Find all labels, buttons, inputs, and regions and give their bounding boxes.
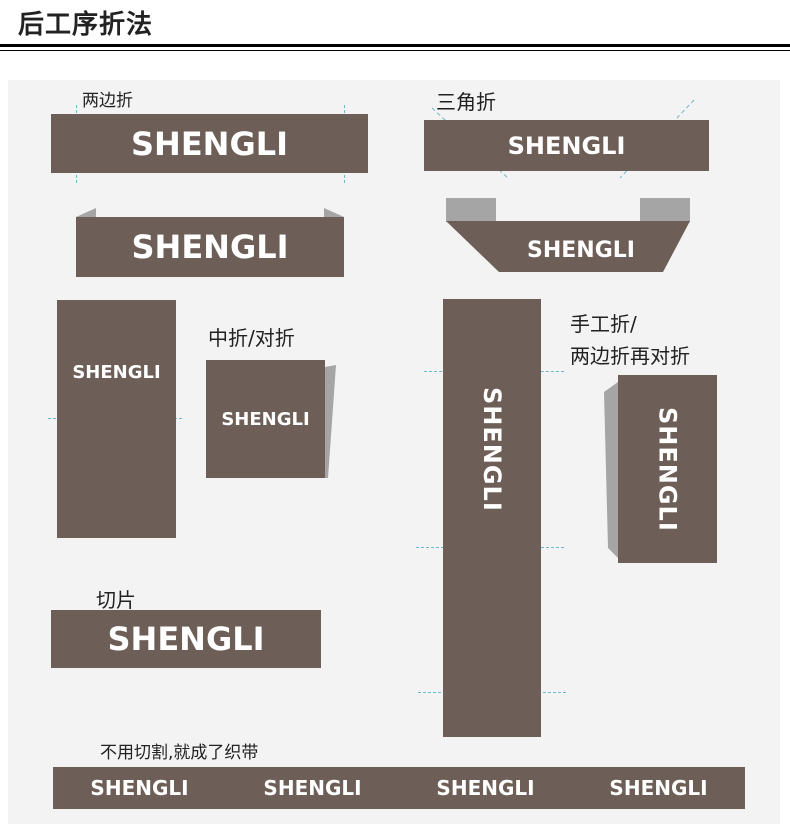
center-fold-label: SHENGLI [206, 360, 325, 478]
triangle-fold-label: SHENGLI [424, 120, 709, 171]
both-edge-fold-label: SHENGLI [51, 114, 368, 173]
label-handmade-fold-line1: 手工折/ [570, 312, 637, 336]
both-edge-folded-label: SHENGLI [76, 217, 344, 277]
label-uncut: 不用切割,就成了织带 [100, 743, 259, 763]
tall-label: SHENGLI [57, 300, 176, 538]
header-divider [0, 44, 790, 47]
handmade-fold-label: SHENGLI [618, 375, 717, 563]
label-handmade-fold-line2: 两边折再对折 [570, 344, 690, 368]
handmade-fold-label-text: SHENGLI [653, 406, 682, 532]
page-title: 后工序折法 [18, 10, 154, 40]
ribbon-text: SHENGLI [263, 776, 362, 800]
triangle-folded-label: SHENGLI [527, 237, 635, 263]
ribbon-text: SHENGLI [609, 776, 708, 800]
label-cut: 切片 [96, 588, 136, 612]
vertical-label-text: SHENGLI [478, 387, 506, 512]
label-center-fold: 中折/对折 [208, 326, 295, 350]
uncut-ribbon: SHENGLI SHENGLI SHENGLI SHENGLI [53, 767, 745, 809]
label-both-edge-fold: 两边折 [82, 91, 133, 111]
ribbon-text: SHENGLI [90, 776, 189, 800]
label-triangle-fold: 三角折 [436, 90, 496, 114]
vertical-label: SHENGLI [443, 299, 541, 737]
header-divider-thin [0, 50, 790, 51]
cut-label: SHENGLI [51, 610, 321, 668]
ribbon-text: SHENGLI [436, 776, 535, 800]
